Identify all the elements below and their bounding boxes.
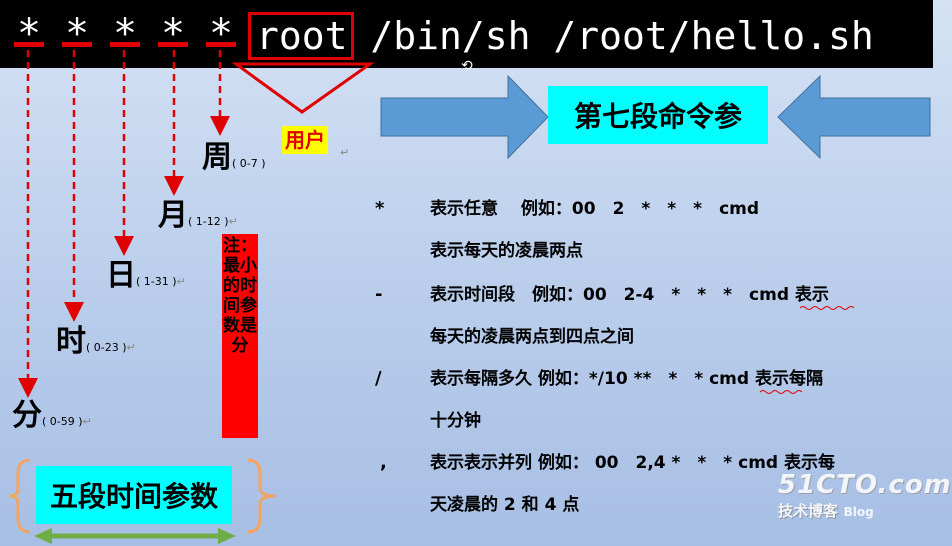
spellcheck-underline — [759, 390, 803, 394]
symbol-dash-line2: 每天的凌晨两点到四点之间 — [430, 327, 634, 347]
field-hour: 时( 0-23 )↵ — [56, 316, 136, 360]
field-week-range: ( 0-7 ) — [232, 157, 266, 170]
star-underline — [158, 42, 188, 47]
field-day-label: 日 — [106, 258, 136, 293]
watermark-logo: 51CTO.com — [778, 470, 952, 500]
left-brace — [9, 458, 31, 534]
five-fields-box: 五段时间参数 — [36, 466, 232, 524]
symbol-comma: , — [380, 452, 387, 473]
star-underline — [14, 42, 44, 47]
star-month: * — [160, 11, 186, 57]
field-minute-label: 分 — [12, 398, 42, 433]
symbol-asterisk: * — [375, 198, 385, 219]
seventh-field-box: 第七段命令参 — [548, 86, 768, 144]
field-hour-range: ( 0-23 ) — [86, 341, 127, 354]
star-underline — [206, 42, 236, 47]
paragraph-mark-icon: ↵ — [126, 341, 136, 354]
field-hour-label: 时 — [56, 324, 86, 359]
field-minute-range: ( 0-59 ) — [42, 415, 83, 428]
root-highlight-box — [248, 12, 354, 60]
symbol-dash-line1: 表示时间段 例如：00 2-4 * * * cmd 表示 — [430, 285, 829, 305]
symbol-asterisk-line1: 表示任意 例如：00 2 * * * cmd — [430, 199, 760, 219]
rotate-handle-icon: ⟲ — [461, 58, 473, 74]
user-tag: 用户 — [282, 126, 328, 154]
field-month: 月( 1-12 )↵ — [158, 190, 238, 234]
field-month-label: 月 — [158, 198, 188, 233]
user-down-arrow — [231, 62, 375, 114]
star-underline — [110, 42, 140, 47]
field-week: 周( 0-7 ) — [202, 132, 266, 176]
command-bar — [0, 0, 933, 68]
field-minute: 分( 0-59 )↵ — [12, 390, 92, 434]
paragraph-mark-icon: ↵ — [82, 415, 92, 428]
paragraph-mark-icon: ↵ — [228, 215, 238, 228]
symbol-asterisk-line2: 表示每天的凌晨两点 — [430, 241, 583, 261]
field-day: 日( 1-31 )↵ — [106, 250, 186, 294]
watermark: 51CTO.com 技术博客 Blog — [778, 470, 952, 521]
green-arrow-left-head — [34, 528, 52, 544]
symbol-comma-line2: 天凌晨的 2 和 4 点 — [430, 495, 580, 515]
watermark-sub: 技术博客 — [778, 502, 839, 520]
paragraph-mark-icon: ↵ — [176, 275, 186, 288]
paragraph-mark-icon: ↵ — [340, 146, 350, 159]
green-arrow-right-head — [218, 528, 236, 544]
note-box: 注：最小的时间参数是分 — [222, 234, 258, 438]
watermark-blog: Blog — [843, 505, 874, 519]
command-text: root /bin/sh /root/hello.sh — [256, 14, 874, 58]
star-hour: * — [64, 11, 90, 57]
blue-right-arrow — [380, 74, 549, 160]
right-brace — [247, 458, 277, 534]
symbol-slash: / — [375, 368, 382, 389]
field-month-range: ( 1-12 ) — [188, 215, 229, 228]
symbol-slash-line1: 表示每隔多久 例如：*/10 ** * * cmd 表示每隔 — [430, 369, 823, 389]
field-week-label: 周 — [202, 140, 232, 175]
watermark-subline: 技术博客 Blog — [778, 500, 952, 521]
field-day-range: ( 1-31 ) — [136, 275, 177, 288]
symbol-dash: - — [375, 284, 383, 305]
symbol-comma-line1: 表示表示并列 例如： 00 2,4 * * * cmd 表示每 — [430, 453, 835, 473]
star-minute: * — [16, 11, 42, 57]
spellcheck-underline — [799, 306, 855, 310]
star-underline — [62, 42, 92, 47]
star-day: * — [112, 11, 138, 57]
star-week: * — [208, 11, 234, 57]
blue-left-arrow — [777, 74, 931, 160]
symbol-slash-line2: 十分钟 — [430, 411, 481, 431]
